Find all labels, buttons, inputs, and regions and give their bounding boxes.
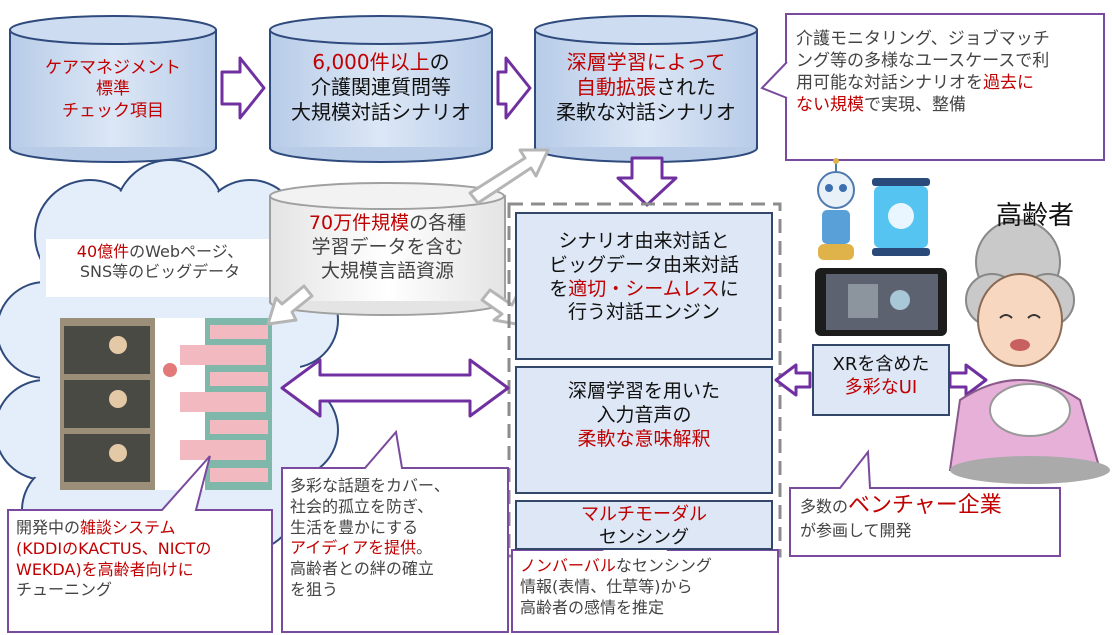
topics-line5: 高齢者との絆の確立 (290, 559, 434, 579)
elderly-label: 高齢者 (995, 201, 1074, 231)
cylinder-dialogue-scenario: 6,000件以上の 介護関連質問等 大規模対話シナリオ (272, 50, 490, 125)
engine-line1: シナリオ由来対話と (558, 230, 730, 252)
venture-line2: が参画して開発 (800, 520, 912, 540)
multimodal-sensing-box: マルチモーダル センシング (515, 500, 773, 550)
cyl1-line2: 標準 (96, 79, 130, 100)
cylinder-expanded-scenario: 深層学習によって 自動拡張された 柔軟な対話シナリオ (537, 50, 755, 125)
arrow-down (616, 156, 678, 207)
engine-line3: を適切・シームレスに (549, 277, 739, 300)
cyl3-line1: 深層学習によって (566, 50, 726, 74)
resources-cylinder-shape (269, 182, 506, 316)
cyl3-line2: 自動拡張された (576, 75, 716, 99)
cyl2-line1: 6,000件以上の (312, 50, 450, 74)
sensing-line1: ノンバーバルなセンシング (520, 556, 712, 575)
bubble-line3: 用可能な対話シナリオを過去に (796, 73, 1034, 94)
cyl2-line3: 大規模対話シナリオ (291, 100, 471, 124)
sensing-line3: 高齢者の感情を推定 (520, 597, 665, 617)
semantic-line2: 入力音声の (596, 403, 692, 426)
venture-callout: 多数のベンチャー企業 が参画して開発 (800, 492, 1058, 541)
semantic-line1: 深層学習を用いた (567, 380, 720, 402)
cyl1-line3: チェック項目 (62, 100, 164, 121)
gray-arrow-up (468, 148, 550, 205)
smart-speaker-illustration (872, 178, 930, 256)
venture-callout-shape (789, 449, 1061, 557)
language-resources: 70万件規模の各種 学習データを含む 大規模言語資源 (272, 212, 503, 283)
cylinder-shape-1 (9, 15, 217, 163)
chat-line3: WEKDA)を高齢者向けに (16, 559, 194, 579)
chat-line1: 開発中の雑談システム (16, 518, 176, 537)
cylinder-shape-2 (269, 15, 493, 163)
topics-line2: 社会的孤立を防ぎ、 (290, 496, 434, 516)
sensing-callout: ノンバーバルなセンシング 情報(表情、仕草等)から 高齢者の感情を推定 (520, 556, 776, 618)
robot-illustration (817, 158, 855, 260)
bubble-line4: ない規模で実現、整備 (796, 95, 966, 116)
bigdata-label: 40億件のWebページ、 SNS等のビッグデータ (46, 242, 274, 282)
bigdata-line2: SNS等のビッグデータ (79, 262, 241, 281)
cyl2-line2: 介護関連質問等 (311, 75, 451, 99)
resources-line1: 70万件規模の各種 (308, 212, 467, 234)
cyl1-line1: ケアマネジメント (45, 58, 181, 78)
bubble-line2: ング等の多様なユースケースで利 (796, 51, 1050, 72)
gray-arrow-to-cloud (266, 284, 314, 326)
double-arrow-right-right (948, 363, 988, 397)
bigdata-label-bg (46, 239, 274, 297)
smartphone-ui-photo (815, 268, 947, 336)
double-arrow-right-left (774, 363, 812, 397)
arrow-right-1 (220, 56, 266, 120)
cylinder-shape-3 (534, 15, 758, 163)
topics-line1: 多彩な話題をカバー、 (290, 476, 450, 495)
topics-callout-shape (281, 429, 509, 633)
topics-line3: 生活を豊かにする (290, 517, 419, 537)
bigdata-line1: 40億件のWebページ、 (76, 242, 244, 261)
usecase-bubble-shape (760, 13, 1105, 161)
sensing-box-line2: センシング (599, 526, 689, 548)
semantic-interpretation-box: 深層学習を用いた 入力音声の 柔軟な意味解釈 (515, 366, 773, 494)
topics-line6: を狙う (290, 579, 339, 599)
cylinder-care-standard: ケアマネジメント 標準 チェック項目 (12, 58, 214, 122)
chat-line4: チューニング (16, 580, 113, 600)
arrow-right-2 (496, 56, 532, 120)
chat-line2: (KDDIのKACTUS、NICTの (16, 538, 212, 558)
chat-screenshot-thumbnail (60, 318, 272, 490)
usecase-bubble-text: 介護モニタリング、ジョブマッチ ング等の多様なユースケースで利 用可能な対話シナ… (796, 28, 1100, 116)
double-arrow-left (280, 358, 510, 418)
resources-line3: 大規模言語資源 (320, 259, 454, 282)
cyl3-line3: 柔軟な対話シナリオ (556, 100, 736, 124)
xr-line2: 多彩なUI (844, 376, 918, 398)
xr-line1: XRを含めた (832, 354, 930, 375)
sensing-box-line1: マルチモーダル (581, 504, 707, 525)
chat-system-callout: 開発中の雑談システム (KDDIのKACTUS、NICTの WEKDA)を高齢者… (16, 518, 270, 601)
bubble-line1: 介護モニタリング、ジョブマッチ (796, 29, 1050, 49)
topics-callout: 多彩な話題をカバー、 社会的孤立を防ぎ、 生活を豊かにする アイディアを提供。 … (290, 476, 506, 601)
elderly-woman-illustration (948, 219, 1110, 484)
sensing-line2: 情報(表情、仕草等)から (520, 576, 693, 596)
semantic-line3: 柔軟な意味解釈 (577, 427, 711, 450)
engine-line2: ビッグデータ由来対話 (548, 253, 739, 276)
engine-line4: 行う対話エンジン (567, 301, 720, 324)
dialogue-engine-box: シナリオ由来対話と ビッグデータ由来対話 を適切・シームレスに 行う対話エンジン (515, 212, 773, 360)
venture-line1: 多数のベンチャー企業 (800, 493, 1002, 518)
xr-ui-box: XRを含めた 多彩なUI (812, 344, 950, 416)
chat-callout-shape (7, 455, 273, 633)
topics-line4: アイディアを提供。 (290, 538, 433, 558)
resources-line2: 学習データを含む (311, 235, 464, 258)
